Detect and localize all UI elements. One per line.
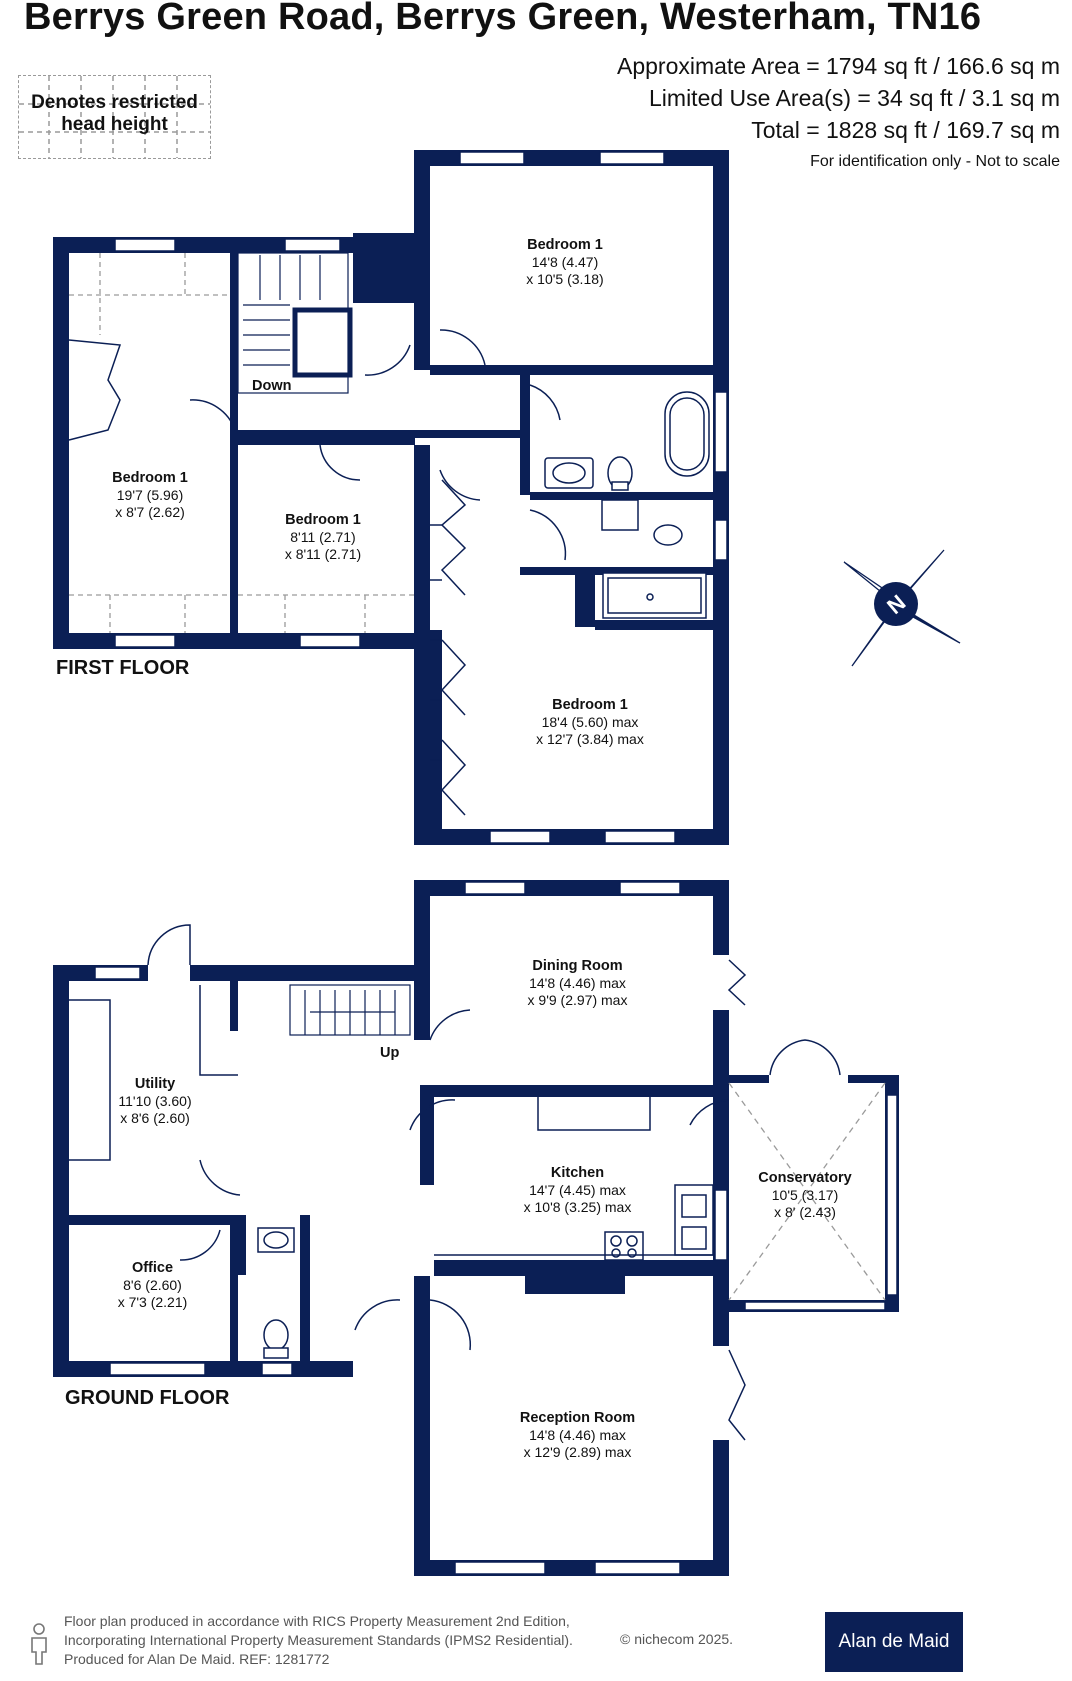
- footer-line-1: Floor plan produced in accordance with R…: [64, 1613, 570, 1629]
- ground-floor-windows: [94, 881, 898, 1575]
- ground-floor-doors: [147, 924, 841, 1441]
- room-bedroom-left: Bedroom 1 19'7 (5.96) x 8'7 (2.62): [75, 470, 225, 521]
- room-name: Bedroom 1: [112, 470, 188, 486]
- room-dim-2: x 9'9 (2.97) max: [527, 992, 628, 1008]
- room-dim-1: 14'7 (4.45) max: [529, 1182, 626, 1198]
- limited-area: Limited Use Area(s) = 34 sq ft / 3.1 sq …: [649, 85, 1060, 111]
- room-kitchen: Kitchen 14'7 (4.45) max x 10'8 (3.25) ma…: [490, 1165, 665, 1216]
- legend-dashed-grid: [19, 76, 210, 158]
- legend-line-2: head height: [61, 114, 168, 135]
- page-title: Berrys Green Road, Berrys Green, Westerh…: [24, 0, 982, 38]
- footer-line-3: Produced for Alan De Maid. REF: 1281772: [64, 1651, 330, 1667]
- accessibility-person-icon: [31, 1623, 47, 1665]
- ground-floor-stairs: [289, 984, 411, 1036]
- first-floor-stairs: [237, 252, 353, 394]
- ground-floor-wc: [257, 1227, 295, 1359]
- footer-disclaimer: Floor plan produced in accordance with R…: [64, 1612, 573, 1669]
- room-dim-2: x 12'9 (2.89) max: [523, 1444, 632, 1460]
- room-dim-1: 18'4 (5.60) max: [541, 714, 639, 730]
- room-name: Bedroom 1: [527, 237, 603, 253]
- brand-logo: Alan de Maid: [825, 1612, 963, 1672]
- ground-floor-walls: [53, 880, 899, 1576]
- kitchen-fittings: [69, 985, 714, 1261]
- room-dim-1: 8'11 (2.71): [290, 529, 356, 545]
- room-name: Bedroom 1: [552, 697, 628, 713]
- room-conservatory: Conservatory 10'5 (3.17) x 8' (2.43): [745, 1170, 865, 1221]
- legend-line-1: Denotes restricted: [31, 92, 198, 113]
- room-dim-2: x 10'8 (3.25) max: [523, 1199, 632, 1215]
- stairs-down-label: Down: [252, 378, 292, 394]
- first-floor-restricted-height: [69, 253, 414, 633]
- total-area: Total = 1828 sq ft / 169.7 sq m: [751, 117, 1060, 143]
- room-reception: Reception Room 14'8 (4.46) max x 12'9 (2…: [490, 1410, 665, 1461]
- first-floor-label: FIRST FLOOR: [56, 657, 190, 679]
- room-bedroom-large: Bedroom 1 18'4 (5.60) max x 12'7 (3.84) …: [500, 697, 680, 748]
- room-dim-1: 14'8 (4.47): [531, 254, 599, 270]
- room-dim-1: 10'5 (3.17): [771, 1187, 839, 1203]
- room-dim-2: x 12'7 (3.84) max: [536, 731, 644, 747]
- copyright: © nichecom 2025.: [620, 1631, 734, 1647]
- room-dim-1: 19'7 (5.96): [116, 487, 184, 503]
- room-name: Utility: [134, 1076, 176, 1092]
- room-name: Reception Room: [519, 1410, 636, 1426]
- conservatory-roof-lines: [728, 1082, 886, 1301]
- wardrobe-doors: [68, 339, 467, 816]
- approx-area: Approximate Area = 1794 sq ft / 166.6 sq…: [616, 53, 1060, 79]
- room-dim-1: 14'8 (4.46) max: [529, 1427, 626, 1443]
- room-dim-2: x 8' (2.43): [774, 1204, 836, 1220]
- room-name: Bedroom 1: [285, 512, 361, 528]
- compass-north-icon: N: [843, 549, 961, 667]
- footer-line-2: Incorporating International Property Mea…: [64, 1632, 573, 1648]
- room-dining: Dining Room 14'8 (4.46) max x 9'9 (2.97)…: [490, 958, 665, 1009]
- room-bedroom-small: Bedroom 1 8'11 (2.71) x 8'11 (2.71): [248, 512, 398, 563]
- room-name: Kitchen: [550, 1165, 605, 1181]
- area-summary: Approximate Area = 1794 sq ft / 166.6 sq…: [617, 50, 1060, 174]
- room-dim-1: 14'8 (4.46) max: [529, 975, 626, 991]
- room-name: Office: [131, 1260, 174, 1276]
- room-dim-2: x 8'11 (2.71): [284, 546, 362, 562]
- floor-plan: [53, 150, 899, 1576]
- room-dim-2: x 7'3 (2.21): [117, 1294, 188, 1310]
- first-floor-doors: [189, 329, 567, 561]
- room-office: Office 8'6 (2.60) x 7'3 (2.21): [95, 1260, 210, 1311]
- room-name: Dining Room: [532, 958, 623, 974]
- room-dim-2: x 10'5 (3.18): [526, 271, 604, 287]
- room-dim-1: 11'10 (3.60): [118, 1093, 192, 1109]
- room-name: Conservatory: [758, 1170, 852, 1186]
- stairs-up-label: Up: [380, 1045, 400, 1061]
- first-floor-walls: [53, 150, 729, 845]
- room-dim-2: x 8'7 (2.62): [115, 504, 185, 520]
- room-utility: Utility 11'10 (3.60) x 8'6 (2.60): [100, 1076, 210, 1127]
- scale-note: For identification only - Not to scale: [810, 153, 1060, 170]
- ground-floor-label: GROUND FLOOR: [65, 1387, 230, 1409]
- first-floor-windows: [114, 151, 728, 844]
- room-dim-2: x 8'6 (2.60): [120, 1110, 190, 1126]
- first-floor-sanitary: [544, 391, 710, 619]
- restricted-height-legend: Denotes restricted head height: [18, 75, 211, 159]
- legend-text: Denotes restricted head height: [19, 92, 210, 136]
- room-bedroom-top: Bedroom 1 14'8 (4.47) x 10'5 (3.18): [475, 237, 655, 288]
- room-dim-1: 8'6 (2.60): [123, 1277, 182, 1293]
